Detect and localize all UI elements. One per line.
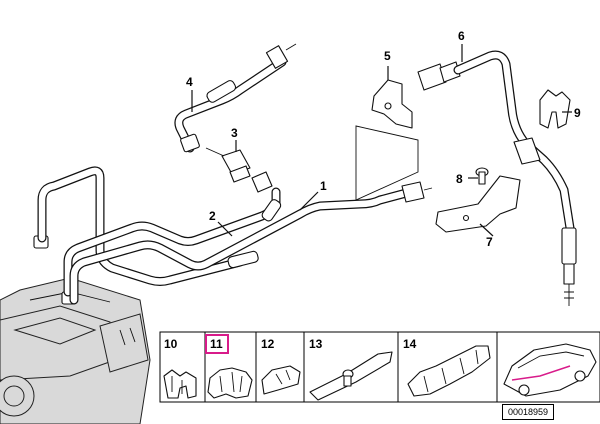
part-label-13: 13 <box>309 337 323 351</box>
callout-2: 2 <box>209 209 216 223</box>
part-14-clip <box>407 345 491 397</box>
callout-5: 5 <box>384 49 391 63</box>
callout-9: 9 <box>574 106 581 120</box>
bracket-5 <box>371 66 413 129</box>
leader-lines <box>191 44 572 237</box>
callout-3: 3 <box>231 126 238 140</box>
car-thumbnail <box>503 343 597 397</box>
brake-line-2 <box>37 166 282 297</box>
part-label-12: 12 <box>261 337 275 351</box>
union-fitting-3 <box>205 147 273 193</box>
selected-part-highlight <box>205 334 229 354</box>
callout-8: 8 <box>456 172 463 186</box>
callout-4: 4 <box>186 75 193 89</box>
flex-hose-6 <box>417 50 577 306</box>
callout-1: 1 <box>320 179 327 193</box>
part-label-11[interactable]: 11 <box>210 337 223 351</box>
hydraulic-unit <box>0 235 151 424</box>
part-11-clip <box>207 367 253 399</box>
clip-9 <box>539 89 571 129</box>
diagram-reference-code: 00018959 <box>502 404 554 420</box>
bracket-7 <box>435 175 521 233</box>
callout-6: 6 <box>458 29 465 43</box>
callout-7: 7 <box>486 235 493 249</box>
parts-strip <box>159 331 600 403</box>
part-label-10: 10 <box>164 337 178 351</box>
brake-line-4 <box>174 43 297 153</box>
part-label-14: 14 <box>403 337 417 351</box>
brake-line-1 <box>69 181 433 305</box>
part-10-clip <box>163 369 197 399</box>
bolt-8 <box>475 167 489 185</box>
part-13-bracket <box>309 351 393 401</box>
part-12-clip <box>261 365 301 395</box>
